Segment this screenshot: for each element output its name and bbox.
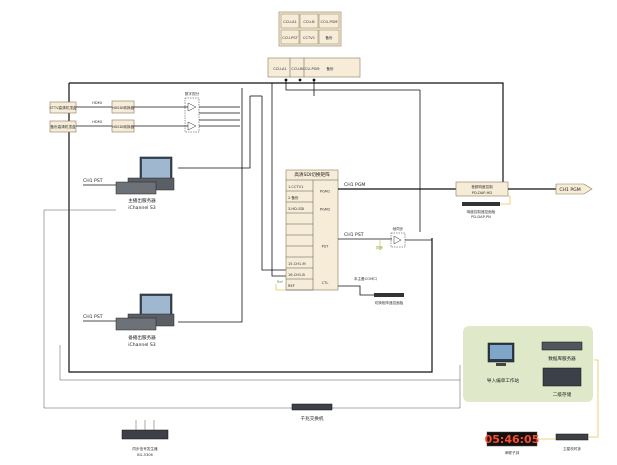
router-input-10: REF <box>288 284 295 288</box>
sync-gen-name: 同步信号发生器 <box>132 446 158 451</box>
main-server-wire <box>178 96 251 169</box>
ref-label: Ref <box>277 280 284 284</box>
router-remote: 本主备COM口 切换矩阵遥控面板 <box>338 276 404 305</box>
router-input-2: 2.备份 <box>288 195 299 200</box>
clock-label: 串联子钟 <box>505 450 520 455</box>
hdmi-src-1: STTV高清机顶盒 <box>49 105 76 110</box>
main-server: CH1 PST 主播出服务器 iChannel S3 <box>83 156 175 211</box>
net-wire-right <box>59 345 461 409</box>
hdmi-src-2: 备份高清机顶盒 <box>50 124 76 129</box>
backup-storage-label: 二级存储 <box>553 391 572 398</box>
backup-server-name: 备播出服务器 <box>128 334 156 341</box>
backup-server-out: CH1 PST <box>83 314 103 320</box>
storage-panel: 导入编单工作站 数据库服务器 二级存储 <box>463 326 593 402</box>
clock-digits: 05:46:05 <box>485 433 540 446</box>
port-bar: CCU-A1 CCU-B CCU-PGM 备份 <box>267 57 361 82</box>
loudness-model: PD-DAP-HD <box>472 191 492 195</box>
ch1m-wire <box>261 96 287 271</box>
pgm-output-label: CH1 PGM <box>559 187 580 193</box>
hdmi-conv-2: HDSDI转换器 <box>112 124 135 129</box>
top-wire <box>69 82 504 186</box>
frame-sync-label: 帧同步 <box>393 226 404 231</box>
loudness-panel-model: PD-DAP-PN <box>471 215 491 219</box>
main-server-name: 主播出服务器 <box>128 197 156 204</box>
panel-cell-1: CCU-A1 <box>283 20 297 24</box>
ctl-note: 本主备COM口 <box>354 276 377 281</box>
backup-server: CH1 PST 备播出服务器 iChannel S3 <box>83 293 175 348</box>
port-label-3: CCU-PGM <box>303 67 320 71</box>
router-output-6: CTL <box>322 281 329 285</box>
db-server-label: 数据库服务器 <box>548 355 576 362</box>
panel-cell-3: CCU-PGM <box>321 20 338 24</box>
remote-panel-label: 切换矩阵遥控面板 <box>375 300 404 305</box>
port-label-1: CCU-A1 <box>273 67 287 71</box>
panel-out-wire <box>285 80 420 91</box>
panel-cell-4: CCU-PST <box>282 36 298 40</box>
backup-server-wire <box>178 88 243 323</box>
backup-server-model: iChannel S3 <box>128 342 156 348</box>
panel-cell-6: 备份 <box>325 35 333 40</box>
panel-cell-5: CCTV1 <box>303 36 315 40</box>
main-frame-wire <box>68 83 433 373</box>
sync-gen-model: BG-5306 <box>137 453 153 457</box>
gps-label: 卫星校时钟 <box>563 446 581 451</box>
panel-cell-2: CCU-B <box>303 20 315 24</box>
digital-da: 数字视分 <box>184 91 240 133</box>
loudness-box: 音频响度控制 PD-DAP-HD 响度控制遥控面板 PD-DAP-PN <box>455 181 556 219</box>
hdmi-label-2: HDMI <box>92 120 102 124</box>
digital-da-label: 数字视分 <box>185 91 200 96</box>
pgm-output: CH1 PGM <box>555 183 593 195</box>
main-server-out: CH1 PST <box>83 178 103 184</box>
gigabit-switch: 千兆交换机 <box>291 403 333 422</box>
sync-generator: 同步信号发生器 BG-5306 <box>121 420 169 457</box>
port-label-2: CCU-B <box>291 67 303 71</box>
net-wire-left <box>43 210 298 409</box>
router-input-1: 1.CCTV1 <box>288 185 303 189</box>
loudness-label: 音频响度控制 <box>471 184 493 189</box>
router-input-8: 15.CH1-M <box>288 262 306 266</box>
port-label-4: 备份 <box>326 66 334 71</box>
switch-label: 千兆交换机 <box>301 415 324 422</box>
hdmi-conv-1: HDSDI转换器 <box>112 105 135 110</box>
ref-sync-wire <box>275 284 286 291</box>
router-title: 高清SDI切换矩阵 <box>294 171 330 178</box>
router-input-9: 16.CH1-B <box>288 273 305 277</box>
frame-sync: 帧同步 <box>390 226 432 248</box>
hdmi-unit-2: 备份高清机顶盒 HDMI HDSDI转换器 <box>49 119 188 133</box>
sub-clock: 05:46:05 串联子钟 <box>485 431 540 455</box>
router-output-1: PGM1 <box>320 189 330 193</box>
top-panel: CCU-A1 CCU-B CCU-PGM CCU-PST CCTV1 备份 <box>278 11 342 47</box>
router-output-4: PST <box>322 244 329 248</box>
main-server-model: iChannel S3 <box>128 205 156 211</box>
ch1b-wire <box>271 83 287 277</box>
sync-label: 同步 <box>376 245 384 250</box>
sdi-router: 高清SDI切换矩阵 1.CCTV1 2.备份 3.HD-SDI 15.CH1-M 16.… <box>285 169 339 291</box>
hdmi-label-1: HDMI <box>92 101 102 105</box>
pgm-label: CH1 PGM <box>344 182 365 188</box>
gps-clock: 卫星校时钟 <box>537 359 599 451</box>
router-output-2: PGM2 <box>320 208 330 212</box>
ingest-label: 导入编单工作站 <box>487 377 520 384</box>
hdmi-unit-1: STTV高清机顶盒 HDMI HDSDI转换器 <box>49 100 188 114</box>
pst-label: CH1 PST <box>344 232 364 238</box>
loudness-panel: 响度控制遥控面板 <box>467 209 496 214</box>
router-input-3: 3.HD-SDI <box>288 207 304 211</box>
